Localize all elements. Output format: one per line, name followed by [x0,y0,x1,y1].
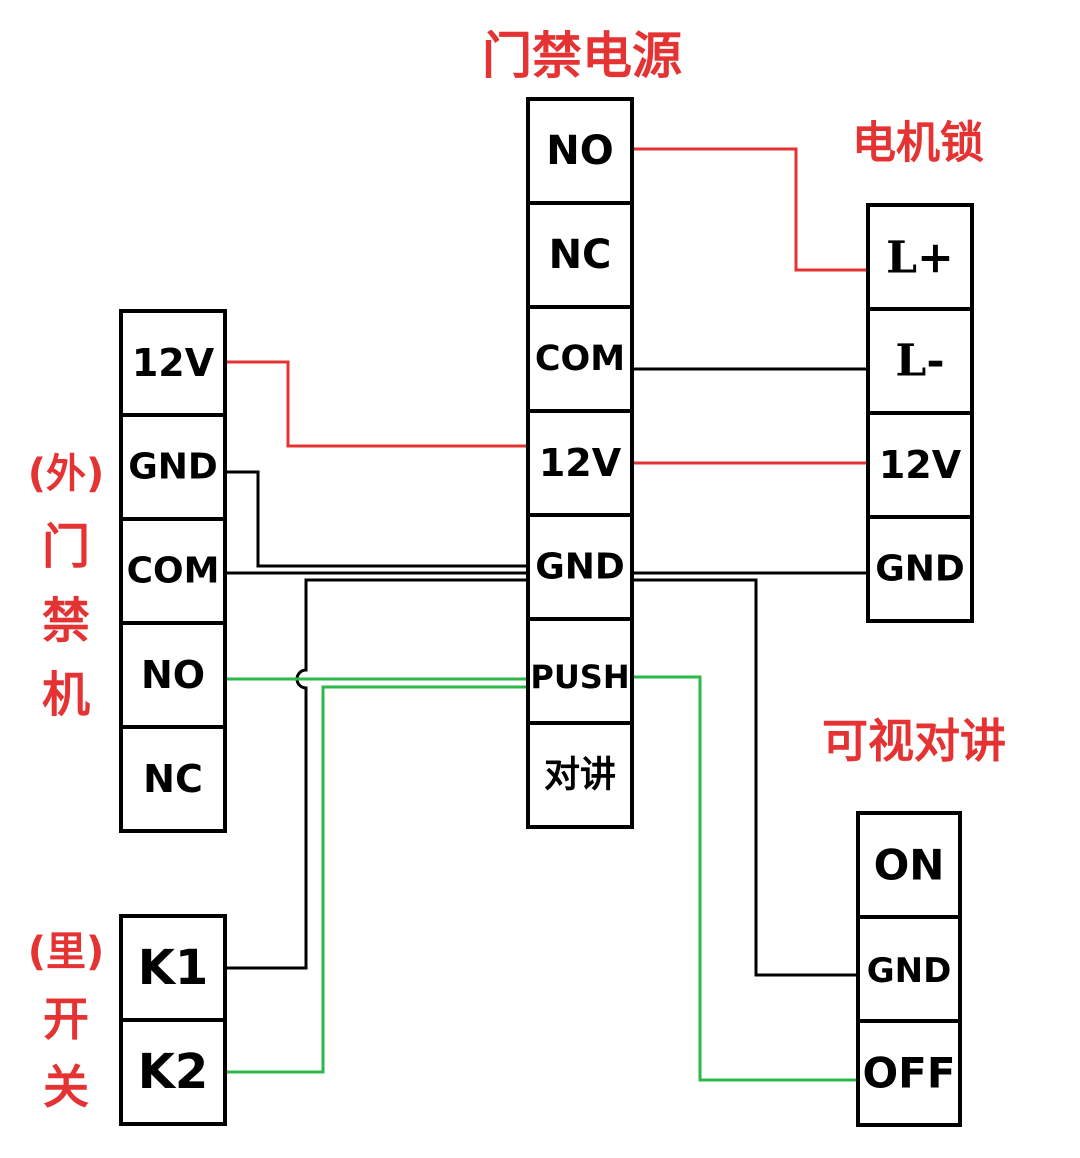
intercom-terminal-off: OFF [862,1049,955,1098]
access-control-prefix: (外) [28,451,105,497]
access-control-char-2: 禁 [42,593,90,649]
power-terminal-push: PUSH [530,658,629,696]
wire-switch-k1-to-power-gnd [225,578,528,970]
switch-char-1: 开 [43,992,89,1046]
access-terminal-nc: NC [143,757,203,801]
power-terminal-nc: NC [549,232,612,278]
switch-char-2: 关 [43,1060,89,1114]
wire-switch-k2-to-power-push [225,685,528,1074]
intercom-terminal-gnd: GND [867,951,952,991]
motor-lock-title: 电机锁 [852,118,984,169]
switch-terminal-k1: K1 [138,940,209,996]
power-terminal-12v: 12V [539,441,622,485]
intercom-block: ON GND OFF [856,811,962,1127]
power-terminal-intercom: 对讲 [544,755,616,796]
access-control-char-3: 机 [42,667,90,723]
wire-access-gnd-to-power-gnd [225,470,528,568]
power-terminal-com: COM [535,339,625,379]
power-supply-block: NO NC COM 12V GND PUSH 对讲 [526,97,634,829]
access-control-block: 12V GND COM NO NC [119,309,227,833]
lock-terminal-gnd: GND [875,549,965,590]
power-supply-title: 门禁电源 [482,27,682,85]
lock-terminal-lplus: L+ [886,233,954,284]
lock-terminal-12v: 12V [879,443,962,487]
access-control-char-1: 门 [42,519,90,575]
access-terminal-12v: 12V [132,341,215,385]
wires [225,147,868,1082]
intercom-title: 可视对讲 [822,714,1006,768]
access-terminal-com: COM [127,551,220,592]
lock-terminal-lminus: L- [895,336,944,387]
switch-block: K1 K2 [119,914,227,1126]
switch-terminal-k2: K2 [138,1044,209,1100]
power-terminal-no: NO [546,128,613,174]
motor-lock-block: L+ L- 12V GND [866,203,974,623]
access-terminal-no: NO [141,653,205,697]
switch-prefix: (里) [28,929,105,975]
wire-access-12v-to-power-12v [225,360,528,448]
wire-power-push-to-intercom-off [632,675,858,1082]
power-terminal-gnd: GND [535,547,625,588]
access-terminal-gnd: GND [128,447,218,488]
wire-power-no-to-lock-lplus [632,147,868,272]
intercom-terminal-on: ON [874,841,945,890]
wire-power-gnd-to-intercom-gnd [632,578,858,977]
